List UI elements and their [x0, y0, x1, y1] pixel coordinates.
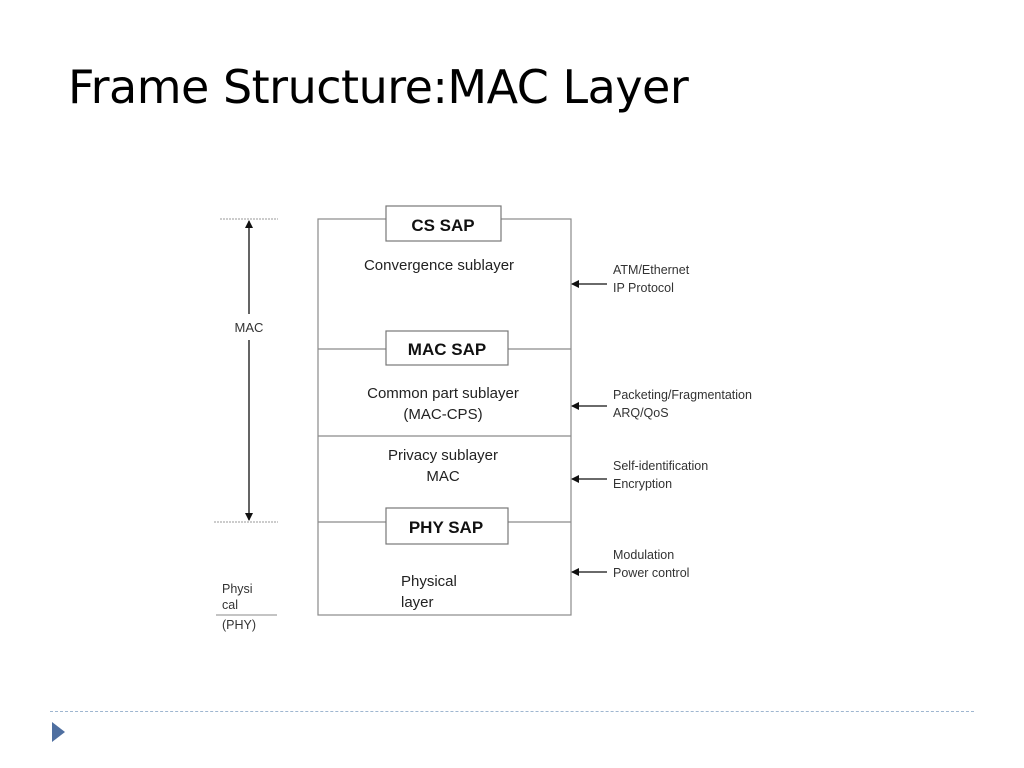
cs-sap-box: CS SAP — [385, 205, 502, 242]
sublayer-physical-line1: Physical — [401, 573, 457, 590]
func-physical-line1: Modulation — [613, 548, 674, 562]
mac-sap-label: MAC SAP — [408, 340, 486, 359]
func-common-part-line1: Packeting/Fragmentation — [613, 388, 752, 402]
slide-title: Frame Structure:MAC Layer — [68, 60, 689, 114]
phy-sap-label: PHY SAP — [409, 518, 483, 537]
func-common-part-line2: ARQ/QoS — [613, 406, 669, 420]
phy-sap-box: PHY SAP — [385, 507, 509, 545]
mac-sap-box: MAC SAP — [385, 330, 509, 366]
sublayer-common-part-line2: (MAC-CPS) — [403, 406, 482, 423]
sublayer-convergence: Convergence sublayer — [364, 257, 514, 274]
cs-sap-label: CS SAP — [411, 216, 474, 235]
sublayer-privacy-line2: MAC — [426, 468, 460, 485]
func-privacy-line1: Self-identification — [613, 459, 708, 473]
footer-divider — [50, 711, 974, 712]
func-convergence-line2: IP Protocol — [613, 281, 674, 295]
mac-label: MAC — [235, 320, 264, 335]
sublayer-common-part-line1: Common part sublayer — [367, 385, 519, 402]
phy-label-line1: Physi — [222, 582, 253, 596]
sublayer-privacy-line1: Privacy sublayer — [388, 447, 498, 464]
sublayer-physical-line2: layer — [401, 594, 434, 611]
func-physical-line2: Power control — [613, 566, 689, 580]
func-convergence-line1: ATM/Ethernet — [613, 263, 690, 277]
func-privacy-line2: Encryption — [613, 477, 672, 491]
phy-label-line3: (PHY) — [222, 618, 256, 632]
phy-label-line2: cal — [222, 598, 238, 612]
bullet-arrow-icon — [52, 722, 65, 742]
